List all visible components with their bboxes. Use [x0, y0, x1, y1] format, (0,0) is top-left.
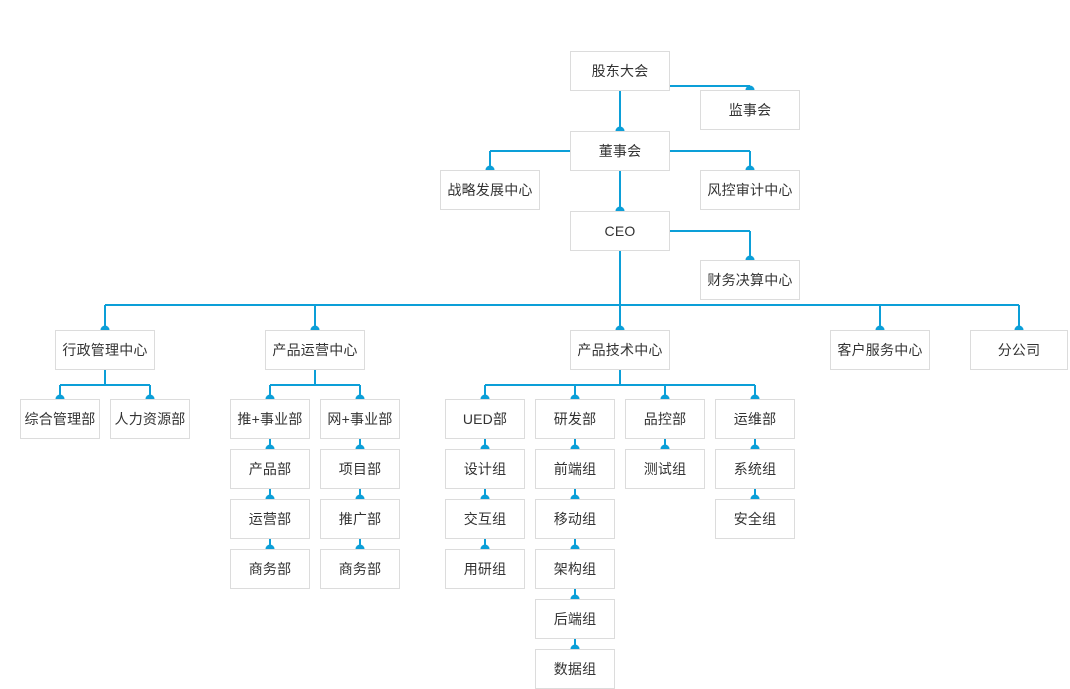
org-node-label: CEO	[604, 223, 636, 239]
org-node-label: 产品技术中心	[577, 342, 663, 358]
org-node-label: 分公司	[997, 342, 1041, 358]
org-node-qa[interactable]: 品控部	[625, 399, 705, 439]
org-node-interact-team[interactable]: 交互组	[445, 499, 525, 539]
org-node-security-team[interactable]: 安全组	[715, 499, 795, 539]
org-node-data-team[interactable]: 数据组	[535, 649, 615, 689]
org-node-system-team[interactable]: 系统组	[715, 449, 795, 489]
org-node-label: 产品部	[248, 461, 292, 477]
org-node-label: 产品运营中心	[272, 342, 358, 358]
org-node-biz-dept-1[interactable]: 商务部	[230, 549, 310, 589]
org-node-label: 股东大会	[591, 63, 649, 79]
org-node-riskaudit[interactable]: 风控审计中心	[700, 170, 800, 210]
org-node-devops[interactable]: 运维部	[715, 399, 795, 439]
org-node-label: 后端组	[553, 611, 597, 627]
org-node-backend-team[interactable]: 后端组	[535, 599, 615, 639]
org-node-shareholders[interactable]: 股东大会	[570, 51, 670, 91]
org-node-label: 移动组	[553, 511, 597, 527]
org-node-label: UED部	[462, 411, 508, 427]
org-node-label: 监事会	[728, 102, 772, 118]
org-node-project-dept[interactable]: 项目部	[320, 449, 400, 489]
org-node-label: 综合管理部	[24, 411, 96, 427]
org-node-branch[interactable]: 分公司	[970, 330, 1068, 370]
org-node-tuidiv[interactable]: 推+事业部	[230, 399, 310, 439]
org-node-ued[interactable]: UED部	[445, 399, 525, 439]
org-node-label: 客户服务中心	[837, 342, 923, 358]
org-node-customer[interactable]: 客户服务中心	[830, 330, 930, 370]
org-node-label: 前端组	[553, 461, 597, 477]
org-node-hr[interactable]: 人力资源部	[110, 399, 190, 439]
org-node-mobile-team[interactable]: 移动组	[535, 499, 615, 539]
org-node-label: 运营部	[248, 511, 292, 527]
org-node-label: 系统组	[733, 461, 777, 477]
org-node-test-team[interactable]: 测试组	[625, 449, 705, 489]
org-node-promo-dept[interactable]: 推广部	[320, 499, 400, 539]
org-node-supervisors[interactable]: 监事会	[700, 90, 800, 130]
org-node-label: 商务部	[248, 561, 292, 577]
org-node-ops-dept[interactable]: 运营部	[230, 499, 310, 539]
org-node-label: 设计组	[463, 461, 507, 477]
org-node-label: 推+事业部	[237, 411, 303, 427]
org-node-label: 运维部	[733, 411, 777, 427]
org-node-ceo[interactable]: CEO	[570, 211, 670, 251]
org-node-label: 网+事业部	[327, 411, 393, 427]
org-node-biz-dept-2[interactable]: 商务部	[320, 549, 400, 589]
org-node-label: 安全组	[733, 511, 777, 527]
org-node-design-team[interactable]: 设计组	[445, 449, 525, 489]
org-node-label: 架构组	[553, 561, 597, 577]
org-node-label: 交互组	[463, 511, 507, 527]
org-node-prodtech[interactable]: 产品技术中心	[570, 330, 670, 370]
org-node-rnd[interactable]: 研发部	[535, 399, 615, 439]
org-node-strategy[interactable]: 战略发展中心	[440, 170, 540, 210]
org-node-board[interactable]: 董事会	[570, 131, 670, 171]
org-node-label: 用研组	[463, 561, 507, 577]
org-node-label: 项目部	[338, 461, 382, 477]
org-node-wangdiv[interactable]: 网+事业部	[320, 399, 400, 439]
org-node-frontend-team[interactable]: 前端组	[535, 449, 615, 489]
org-node-label: 数据组	[553, 661, 597, 677]
org-node-label: 董事会	[598, 143, 642, 159]
org-node-label: 测试组	[643, 461, 687, 477]
org-node-finance[interactable]: 财务决算中心	[700, 260, 800, 300]
org-node-research-team[interactable]: 用研组	[445, 549, 525, 589]
org-node-label: 财务决算中心	[707, 272, 793, 288]
org-node-label: 人力资源部	[114, 411, 186, 427]
org-node-label: 品控部	[643, 411, 687, 427]
org-node-label: 风控审计中心	[707, 182, 793, 198]
org-node-admin[interactable]: 行政管理中心	[55, 330, 155, 370]
org-node-general[interactable]: 综合管理部	[20, 399, 100, 439]
org-node-label: 行政管理中心	[62, 342, 148, 358]
org-node-label: 战略发展中心	[447, 182, 533, 198]
org-node-prodops[interactable]: 产品运营中心	[265, 330, 365, 370]
org-node-arch-team[interactable]: 架构组	[535, 549, 615, 589]
org-node-label: 研发部	[553, 411, 597, 427]
org-node-product-dept[interactable]: 产品部	[230, 449, 310, 489]
org-node-label: 推广部	[338, 511, 382, 527]
org-node-label: 商务部	[338, 561, 382, 577]
